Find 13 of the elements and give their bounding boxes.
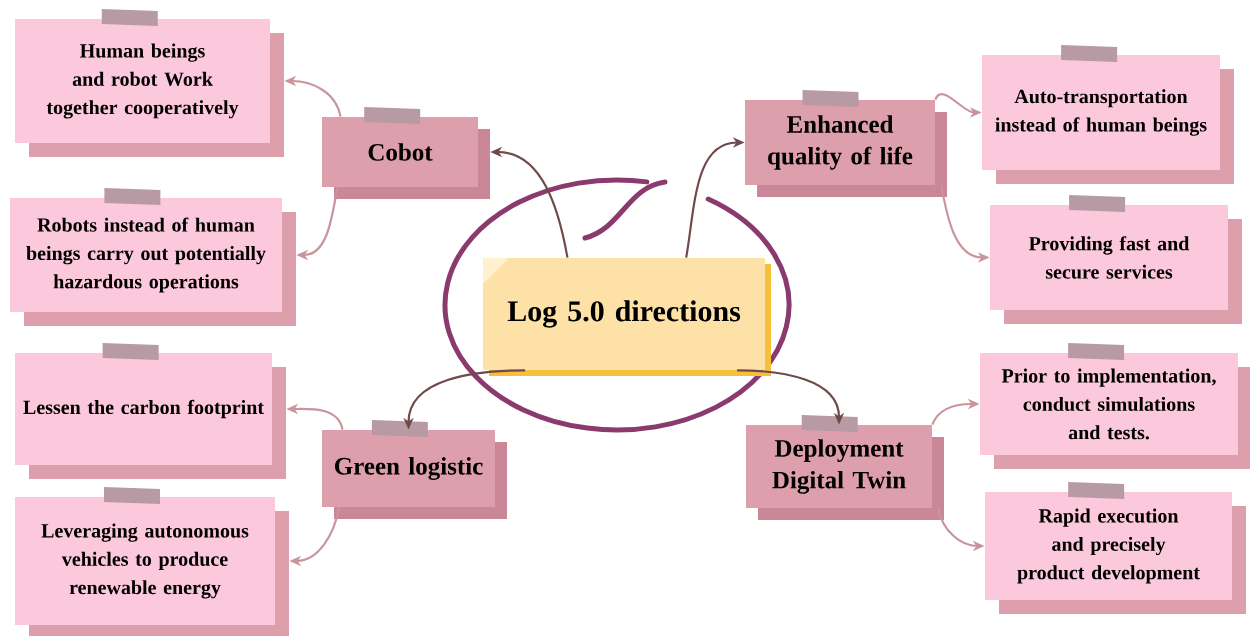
sticky-note: Human beings and robot Work together cooperatively — [15, 9, 284, 157]
sticky-note: Rapid execution and precisely product development — [985, 482, 1246, 614]
sticky-note: Prior to implementation, conduct simulations and tests. — [980, 343, 1250, 469]
sticky-note: Auto-transportation instead of human beings — [982, 45, 1234, 184]
category-box: Green logistic — [322, 420, 507, 519]
sticky-note: Robots instead of human beings carry out potentially hazardous operations — [10, 188, 296, 326]
sticky-note: Lessen the carbon footprint — [15, 343, 286, 479]
sticky-note: Leveraging autonomous vehicles to produce renewable energy — [15, 487, 289, 636]
category-box: Cobot — [322, 107, 490, 199]
category-box: Deployment Digital Twin — [746, 415, 944, 520]
sticky-note: Providing fast and secure services — [990, 195, 1242, 324]
title-box: Log 5.0 directions — [483, 258, 771, 376]
category-box: Enhanced quality of life — [745, 90, 947, 197]
